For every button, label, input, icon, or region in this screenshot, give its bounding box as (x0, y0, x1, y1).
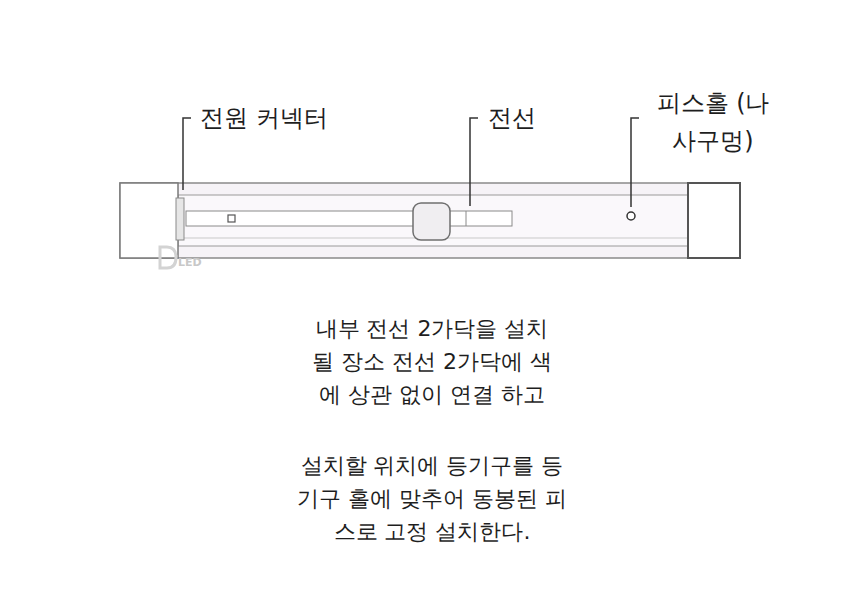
wire (186, 211, 512, 226)
wire-mark (466, 211, 467, 226)
part-label: 피스홀 (나사구멍) (650, 84, 776, 160)
watermark-logo: ​ (157, 246, 158, 271)
part-label: 전원 커넥터 (200, 101, 370, 135)
watermark: LED (178, 256, 218, 270)
wire-connector (413, 203, 450, 240)
leader-line (470, 118, 478, 206)
fixture-body (120, 183, 740, 258)
power-connector (176, 198, 184, 240)
wire-tip (228, 215, 235, 222)
leader-line (183, 118, 191, 190)
screw-hole (627, 212, 635, 220)
watermark-logo (160, 247, 176, 268)
instruction-note: 내부 전선 2가닥을 설치될 장소 전선 2가닥에 색에 상관 없이 연결 하고 (307, 312, 557, 411)
part-label: 전선 (488, 101, 568, 135)
leader-line (631, 118, 639, 207)
instruction-note: 설치할 위치에 등기구를 등기구 홀에 맞추어 동봉된 피스로 고정 설치한다. (297, 449, 567, 548)
right-end-cap (688, 183, 740, 258)
